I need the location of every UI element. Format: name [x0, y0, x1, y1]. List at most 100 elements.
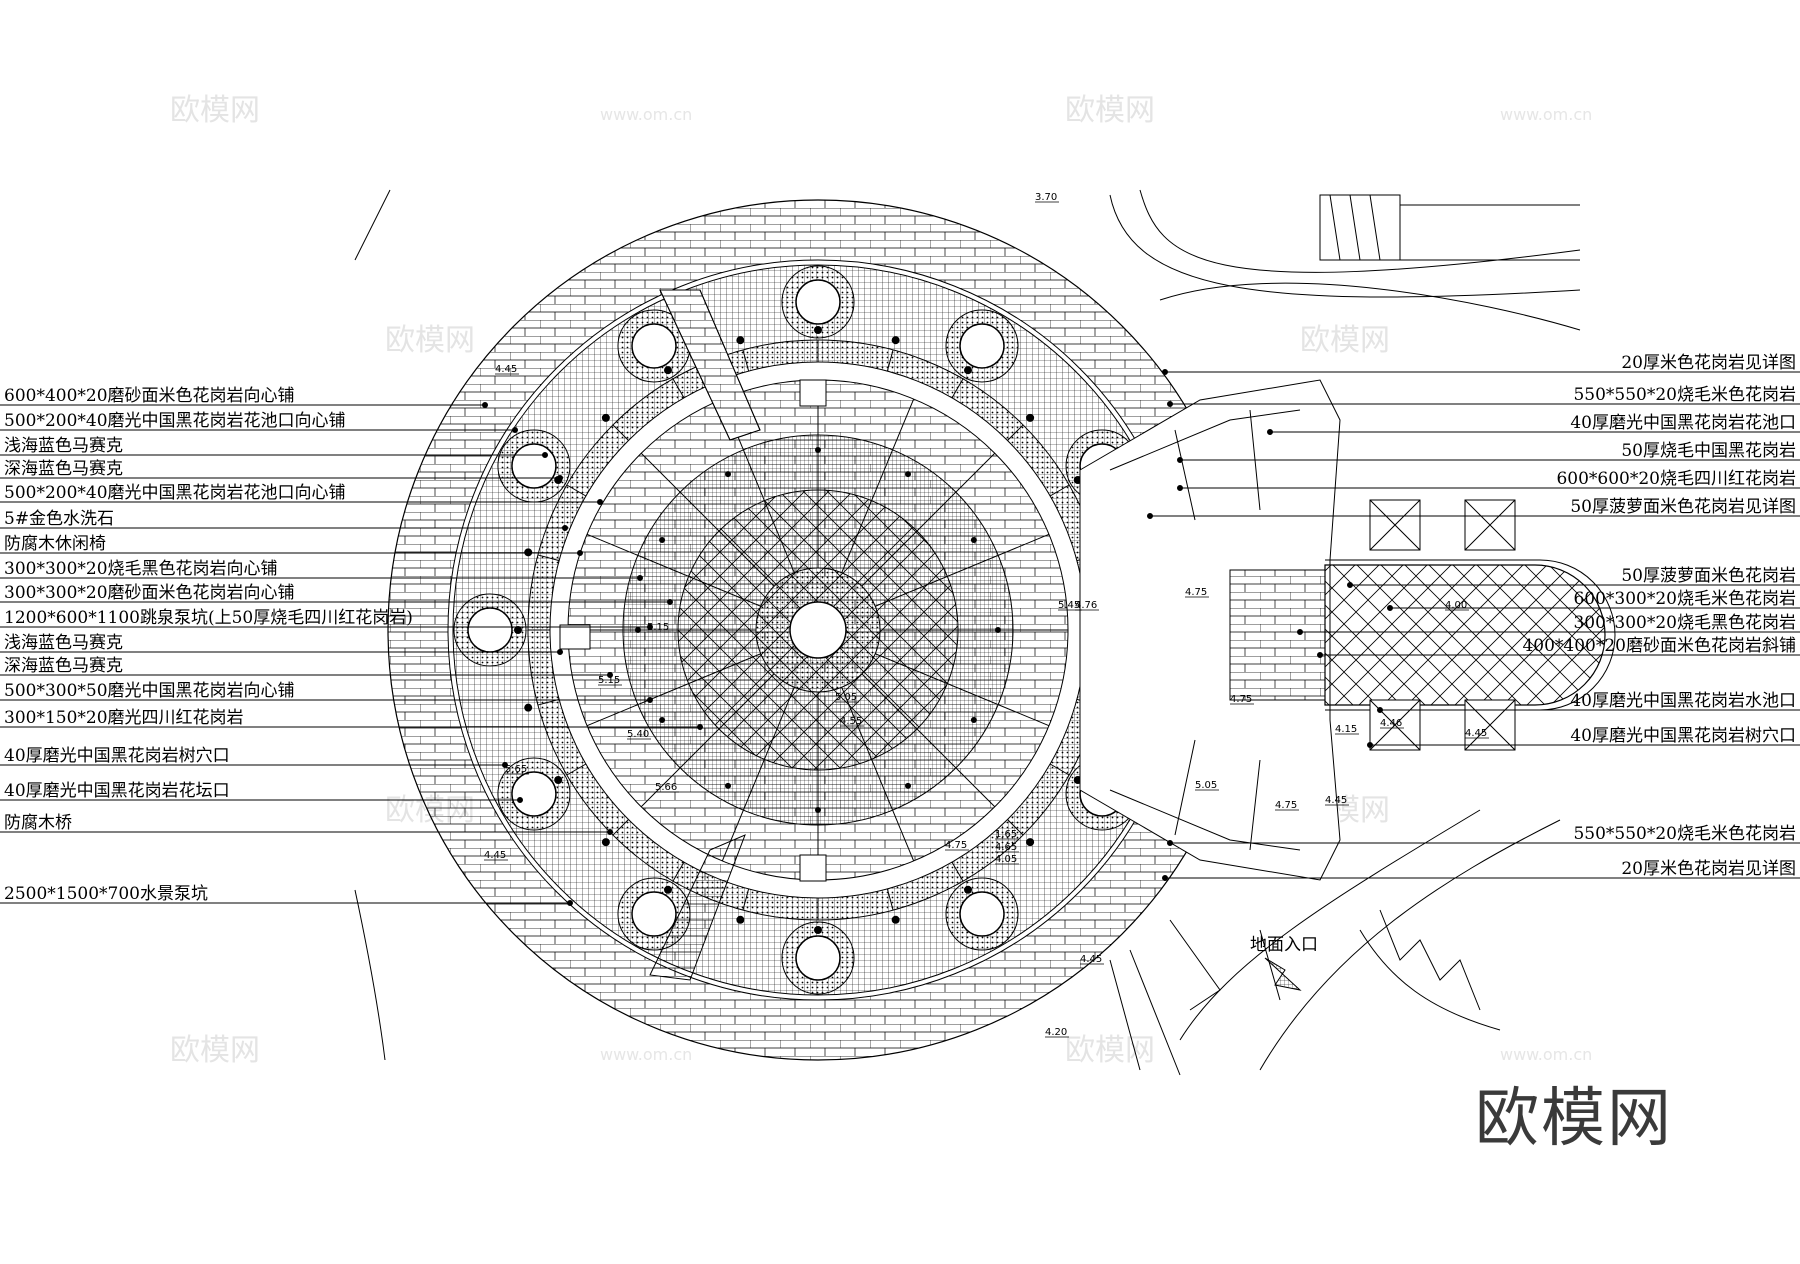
- bollard-light: [1026, 838, 1035, 847]
- edge-tick: [742, 888, 750, 911]
- material-label-left: 500*200*40磨光中国黑花岗岩花池口向心铺: [4, 411, 346, 431]
- tree-pit: [631, 891, 677, 937]
- bollard-light: [814, 926, 822, 934]
- material-label-right: 300*300*20烧毛黑色花岗岩: [1573, 613, 1796, 633]
- material-label-left: 浅海蓝色马赛克: [4, 632, 123, 653]
- leader-dot: [1387, 605, 1393, 611]
- elevation-mark: 4.00: [1445, 600, 1467, 611]
- fountain-jet: [635, 627, 641, 633]
- material-label-left: 防腐木休闲椅: [4, 534, 106, 554]
- edge-tick: [672, 861, 685, 882]
- elevation-mark: 5.66: [655, 782, 677, 793]
- elevation-mark: 4.65: [995, 842, 1017, 853]
- tree-pit: [631, 323, 677, 369]
- watermark-text: 欧模网: [1300, 323, 1390, 358]
- circular-plaza: [387, 199, 1249, 1061]
- radial-spoke: [875, 533, 1050, 607]
- watermark-text: 欧模网: [1065, 93, 1155, 128]
- site-context-lines: [354, 189, 1581, 1076]
- elevation-mark: 4.75: [1230, 694, 1252, 705]
- leader-dot: [1367, 742, 1373, 748]
- umbrella-ribs: [1464, 499, 1516, 551]
- fountain-jet: [725, 782, 731, 789]
- elevation-mark: 5.65: [505, 764, 527, 775]
- edge-tick: [886, 349, 894, 372]
- elevation-mark: 4.20: [1045, 1027, 1067, 1038]
- elevation-mark: 4.55: [840, 716, 862, 727]
- elevation-mark: 4.75: [1185, 587, 1207, 598]
- material-label-left: 600*400*20磨砂面米色花岗岩向心铺: [4, 386, 295, 406]
- bollard-light: [891, 915, 900, 924]
- tree-pit: [959, 323, 1005, 369]
- fountain-jet: [905, 471, 911, 478]
- material-label-right: 20厚米色花岗岩见详图: [1621, 353, 1796, 373]
- edge-tick: [612, 819, 629, 836]
- elevation-mark: 4.76: [1075, 600, 1097, 611]
- leader-dot: [557, 475, 563, 481]
- edge-tick: [951, 861, 964, 882]
- leader-dot: [1297, 629, 1303, 635]
- material-label-right: 600*600*20烧毛四川红花岗岩: [1556, 469, 1796, 489]
- material-label-left: 5#金色水洗石: [4, 509, 114, 529]
- bollard-light: [891, 336, 900, 345]
- tree-pit: [511, 771, 557, 817]
- edge-tick: [537, 554, 560, 562]
- watermark-text: 欧模网: [1065, 1033, 1155, 1068]
- material-label-left: 2500*1500*700水景泵坑: [4, 884, 208, 904]
- east-walkway: [1079, 379, 1616, 881]
- edge-tick: [1007, 424, 1024, 441]
- edge-tick: [672, 378, 685, 399]
- bollard-light: [664, 366, 672, 375]
- material-label-right: 40厚磨光中国黑花岗岩水池口: [1570, 691, 1796, 711]
- material-label-right: 50厚菠萝面米色花岗岩见详图: [1570, 497, 1796, 517]
- material-label-left: 40厚磨光中国黑花岗岩花坛口: [4, 781, 230, 801]
- bollard-light: [736, 336, 745, 345]
- leader-dot: [512, 427, 518, 433]
- material-label-left: 300*300*20烧毛黑色花岗岩向心铺: [4, 559, 278, 579]
- material-label-right: 50厚烧毛中国黑花岗岩: [1621, 441, 1796, 461]
- radial-spoke: [875, 653, 1050, 727]
- bollard-light: [524, 703, 533, 712]
- leader-dot: [1147, 513, 1153, 519]
- edge-tick: [886, 888, 894, 911]
- leader-dot: [557, 649, 563, 655]
- umbrella-ribs: [1464, 699, 1516, 751]
- leader-dot: [1162, 369, 1168, 375]
- elevation-mark: 5.40: [627, 729, 649, 740]
- material-label-right: 40厚磨光中国黑花岗岩花池口: [1570, 413, 1796, 433]
- elevation-mark: 1.65: [995, 829, 1017, 840]
- tree-pit: [511, 443, 557, 489]
- leader-dot: [697, 724, 703, 730]
- radial-spoke: [861, 452, 996, 587]
- leader-dot: [647, 697, 653, 703]
- material-label-right: 20厚米色花岗岩见详图: [1621, 859, 1796, 879]
- material-label-right: 50厚菠萝面米色花岗岩: [1621, 566, 1796, 586]
- tree-pit: [959, 891, 1005, 937]
- tree-pit: [467, 607, 513, 653]
- tree-pit: [795, 935, 841, 981]
- leader-dot: [667, 599, 673, 605]
- leader-dot: [1167, 401, 1173, 407]
- fountain-jet: [659, 537, 666, 543]
- material-label-left: 浅海蓝色马赛克: [4, 435, 123, 456]
- tree-pit: [795, 279, 841, 325]
- watermark-text: 欧模网: [170, 1033, 260, 1068]
- watermark-text: 欧模网: [170, 93, 260, 128]
- fountain-jet: [905, 782, 911, 789]
- radial-spoke: [640, 673, 775, 808]
- edge-tick: [742, 349, 750, 372]
- material-label-right: 550*550*20烧毛米色花岗岩: [1573, 824, 1796, 844]
- material-label-left: 防腐木桥: [4, 813, 72, 833]
- material-label-right: 600*300*20烧毛米色花岗岩: [1573, 589, 1796, 609]
- elevation-mark: 4.45: [1465, 728, 1487, 739]
- leader-dot: [482, 402, 488, 408]
- bollard-light: [814, 326, 822, 334]
- bollard-light: [736, 915, 745, 924]
- fountain-jet: [970, 717, 977, 723]
- radial-spoke: [586, 653, 761, 727]
- elevation-mark: 4.75: [945, 840, 967, 851]
- leader-dot: [1317, 652, 1323, 658]
- elevation-mark: 4.45: [1325, 795, 1347, 806]
- bollard-light: [664, 885, 672, 894]
